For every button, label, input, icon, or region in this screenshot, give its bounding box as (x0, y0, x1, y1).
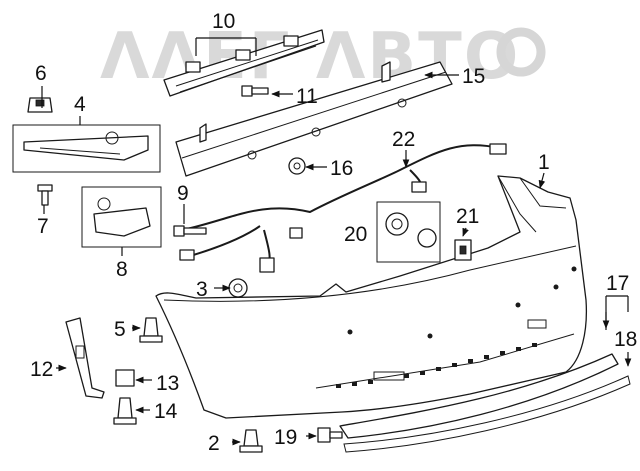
part-20-sensor-box (376, 201, 441, 263)
part-7-bolt (37, 184, 53, 206)
callout-18: 18 (614, 328, 637, 351)
part-4-bracket-box (12, 124, 161, 173)
callout-19: 19 (274, 426, 297, 449)
part-19-bolt (317, 427, 343, 443)
part-14-push-pin (113, 397, 137, 425)
part-11-bolt (241, 85, 269, 97)
part-22-wiring-harness (179, 143, 507, 273)
leader-lines (41, 37, 632, 446)
callout-11: 11 (296, 85, 318, 108)
callout-3: 3 (196, 278, 208, 301)
callout-20: 20 (344, 223, 367, 246)
callout-9: 9 (177, 182, 189, 205)
part-3-grommet (228, 278, 248, 298)
callout-7: 7 (37, 215, 49, 238)
watermark-logo: ΛΛΕГ ΛВТО (100, 20, 520, 94)
part-15-reinforcement-bar (175, 61, 453, 177)
callout-17: 17 (606, 272, 629, 295)
part-12-bracket (65, 317, 105, 399)
callout-10: 10 (212, 10, 235, 33)
part-18-lower-molding (339, 353, 631, 453)
callout-6: 6 (35, 62, 47, 85)
callout-8: 8 (116, 258, 128, 281)
part-16-nut (288, 157, 306, 175)
callout-15: 15 (462, 65, 485, 88)
callout-16: 16 (330, 157, 353, 180)
watermark-gear-icon (496, 27, 546, 77)
part-8-bracket-box (81, 186, 162, 248)
part-13-clip (115, 369, 135, 387)
part-2-push-pin (239, 429, 263, 453)
part-9-bolt (173, 225, 207, 237)
part-21-sensor-bracket (454, 239, 472, 261)
callout-5: 5 (114, 318, 126, 341)
callout-1: 1 (538, 151, 550, 174)
part-5-push-pin (139, 317, 163, 343)
callout-4: 4 (74, 93, 86, 116)
callout-2: 2 (208, 432, 220, 455)
callout-13: 13 (156, 372, 179, 395)
callout-12: 12 (30, 358, 53, 381)
callout-14: 14 (154, 400, 178, 423)
callout-21: 21 (456, 205, 479, 228)
part-10-energy-absorber (163, 29, 325, 97)
part-6-clip (27, 97, 53, 113)
part-1-bumper-cover (155, 175, 588, 419)
callout-22: 22 (392, 128, 415, 151)
